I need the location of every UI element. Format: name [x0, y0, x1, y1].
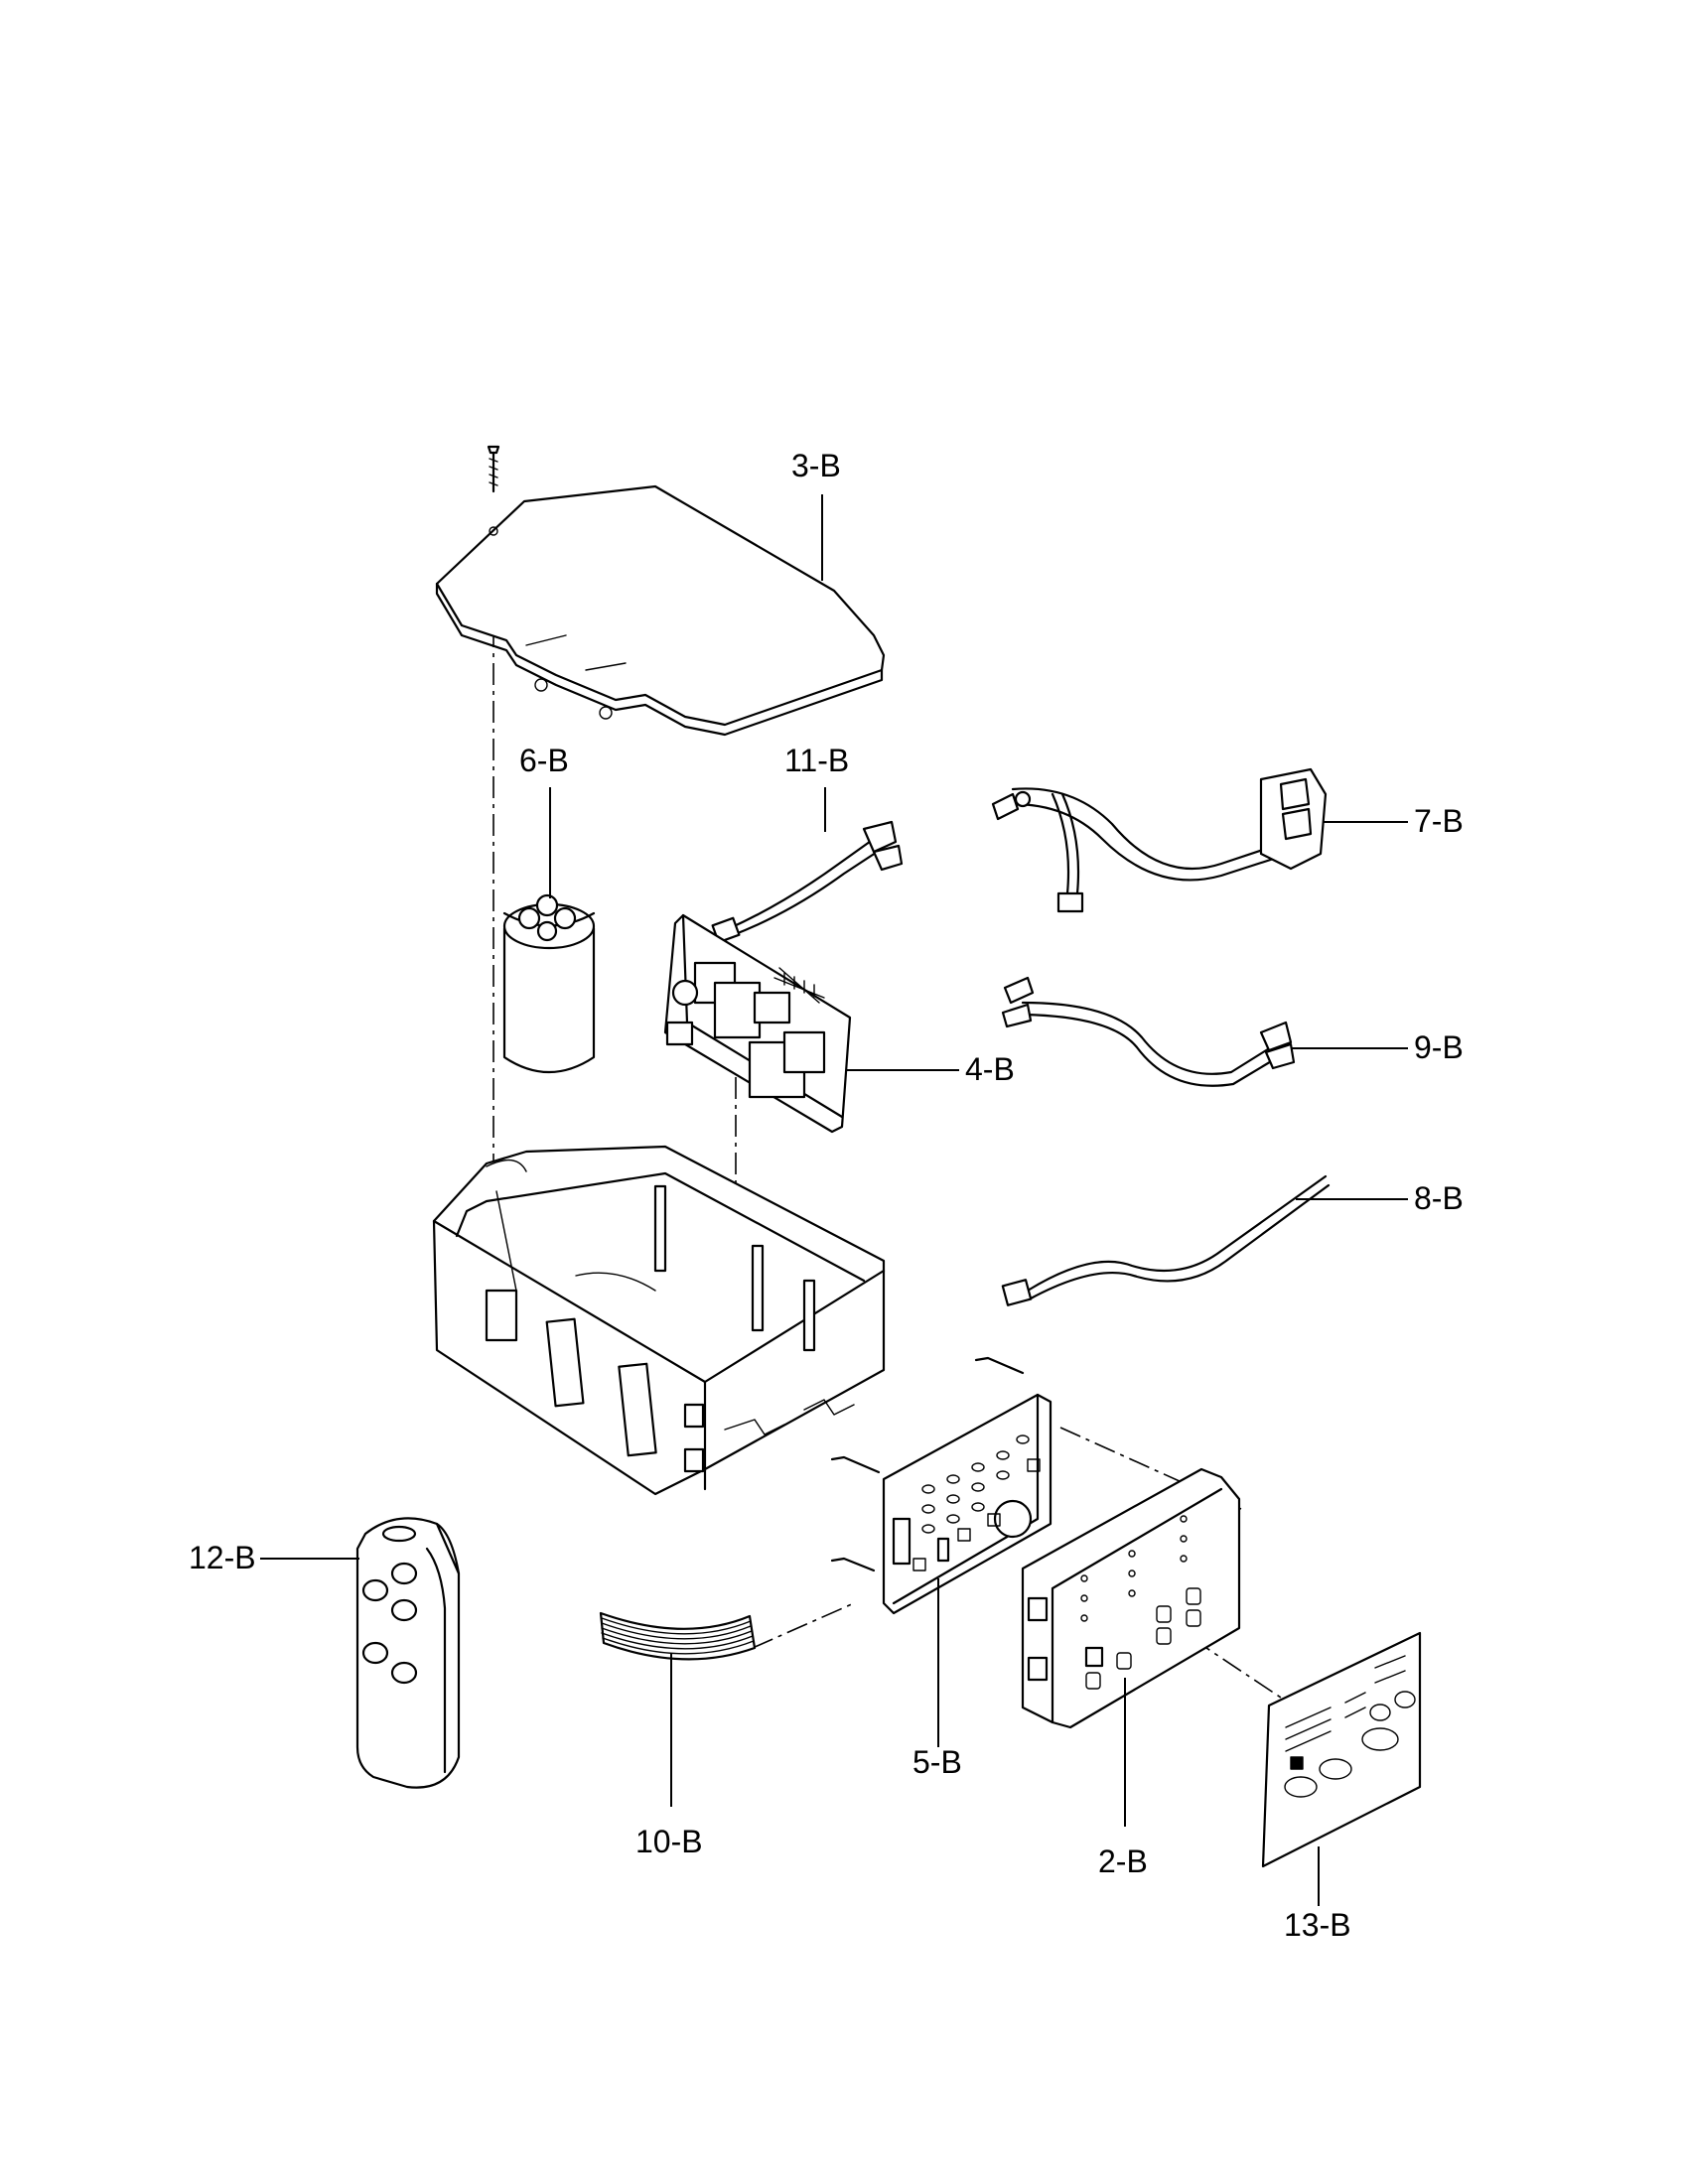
callout-labels: 3-B 6-B 11-B 7-B 4-B 9-B 8-B 12-B 10-B 5… — [189, 448, 1464, 1943]
callout-12-b: 12-B — [189, 1540, 256, 1575]
display-board-part — [882, 1393, 1052, 1615]
callout-4-b: 4-B — [965, 1051, 1015, 1087]
switch-harness-part — [991, 767, 1328, 913]
ribbon-cable-part — [599, 1611, 757, 1661]
callout-2-b: 2-B — [1098, 1843, 1148, 1879]
callout-9-b: 9-B — [1414, 1029, 1464, 1065]
callout-7-b: 7-B — [1414, 803, 1464, 839]
board-screws — [830, 1356, 1025, 1572]
sensor-wire-part — [1001, 1174, 1331, 1306]
callout-8-b: 8-B — [1414, 1180, 1464, 1216]
jumper-wire-part — [711, 820, 904, 944]
front-panel-part — [1021, 1467, 1241, 1729]
callout-11-b: 11-B — [784, 743, 849, 778]
callout-10-b: 10-B — [635, 1824, 703, 1859]
connector-harness-part — [1001, 976, 1296, 1087]
screw-part — [487, 445, 500, 493]
callout-13-b: 13-B — [1284, 1907, 1351, 1943]
remote-control-part — [355, 1517, 461, 1789]
leader-lines — [260, 494, 1408, 1906]
base-housing-part — [432, 1145, 886, 1496]
callout-3-b: 3-B — [791, 448, 841, 483]
callout-5-b: 5-B — [912, 1744, 962, 1780]
capacitor-part — [502, 893, 596, 1073]
power-board-part — [663, 913, 852, 1134]
callout-6-b: 6-B — [519, 743, 569, 778]
cover-plate-part — [435, 484, 886, 737]
control-decal-part — [1261, 1631, 1422, 1868]
